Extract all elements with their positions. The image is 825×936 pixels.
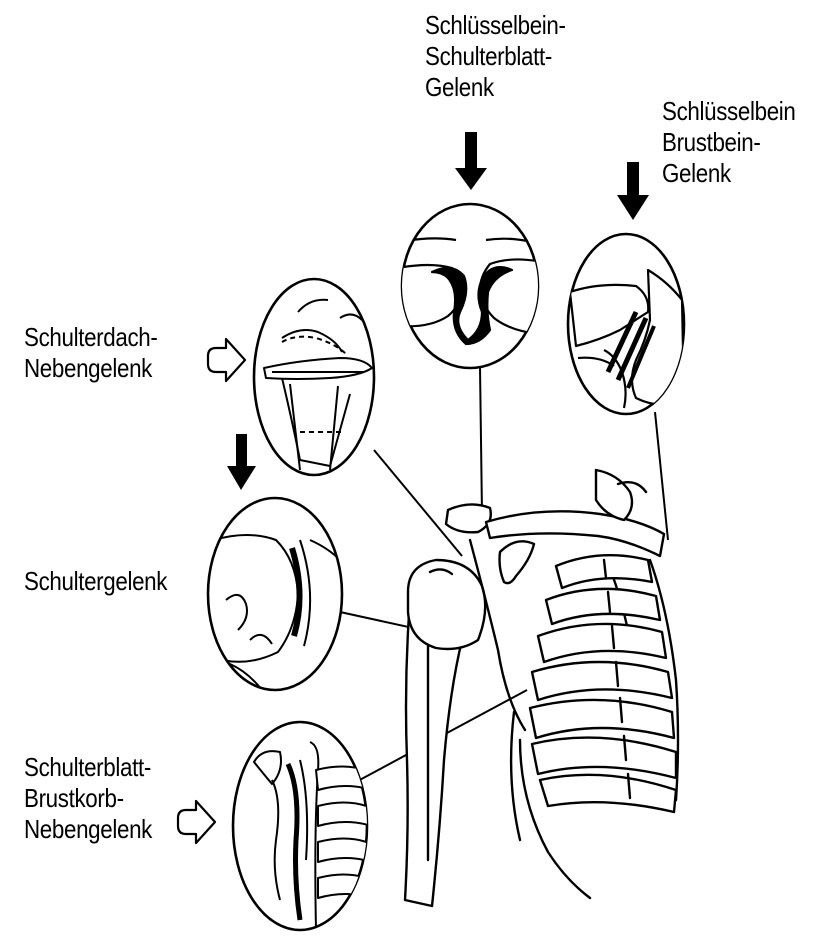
solid-down-arrow-icon <box>227 434 256 490</box>
outline-right-arrow-icon <box>208 339 245 381</box>
outline-right-arrow-icon <box>178 801 215 843</box>
detail-circle-glenohumeral <box>208 498 342 690</box>
detail-circle-scapulothoracic <box>233 722 372 930</box>
detail-circle-acromioclavicular <box>398 204 542 368</box>
solid-down-arrow-icon <box>617 162 649 220</box>
detail-circle-sternoclavicular <box>568 234 684 414</box>
detail-circle-subacromial <box>254 279 374 475</box>
solid-down-arrow-icon <box>455 132 487 190</box>
